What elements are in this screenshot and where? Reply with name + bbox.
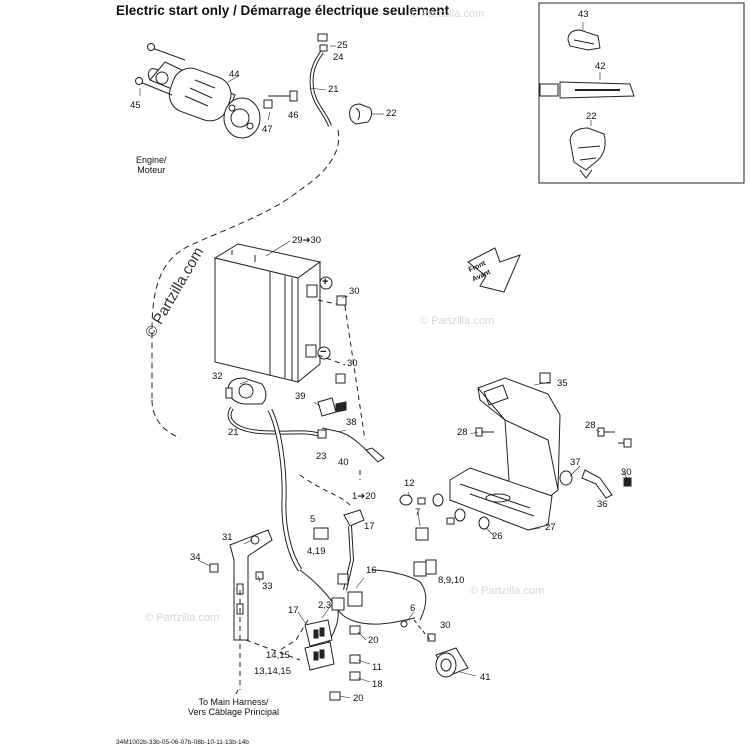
inset-box — [538, 2, 745, 184]
callout: 29➔30 — [292, 235, 322, 246]
callout: 30 — [347, 358, 358, 369]
battery — [213, 243, 322, 384]
callout: 32 — [212, 371, 223, 382]
solenoid — [225, 377, 267, 405]
callout: 6 — [410, 603, 416, 614]
callout: 28 — [585, 420, 596, 431]
callout: 7 — [415, 507, 421, 518]
callout: 14,15 — [266, 650, 290, 661]
callout: 22 — [586, 111, 597, 122]
callout: 17 — [364, 521, 375, 532]
clip-22 — [349, 103, 373, 125]
callout: 20 — [353, 693, 364, 704]
boot-39 — [317, 397, 347, 417]
callout: 22 — [386, 108, 397, 119]
callout: 43 — [578, 9, 589, 20]
callout: 28 — [457, 427, 468, 438]
engine-note: Engine/ Moteur — [136, 155, 167, 175]
watermark: © Partzilla.com — [410, 8, 485, 20]
callout: 45 — [130, 100, 141, 111]
callout: 18 — [372, 679, 383, 690]
harness-note: To Main Harness/ Vers Câblage Principal — [188, 697, 279, 717]
harness-note-line2: Vers Câblage Principal — [188, 707, 280, 717]
callout: 21 — [228, 427, 239, 438]
callout: 41 — [480, 672, 491, 683]
front-arrow-icon — [467, 247, 521, 293]
callout: 39 — [295, 391, 306, 402]
battery-tray — [449, 377, 561, 531]
power-outlet-41 — [435, 647, 469, 678]
callout: 23 — [316, 451, 327, 462]
callout: 11 — [372, 662, 382, 673]
callout: 37 — [570, 457, 581, 468]
callout: 42 — [595, 61, 606, 72]
callout: 30 — [621, 467, 632, 478]
harness-note-line1: To Main Harness/ — [198, 697, 269, 707]
callout: 33 — [262, 581, 273, 592]
diagram-title: Electric start only / Démarrage électriq… — [116, 3, 450, 18]
minus-symbol: − — [320, 346, 327, 358]
inset-clip-22 — [569, 127, 606, 179]
engine-note-line2: Moteur — [137, 165, 166, 175]
callout: 46 — [288, 110, 299, 121]
callout: 5 — [310, 514, 316, 525]
callout: 13,14,15 — [254, 666, 291, 677]
callout: 31 — [222, 532, 233, 543]
callout: 2,3 — [318, 600, 332, 611]
inset-tube-42 — [539, 81, 635, 99]
callout: 26 — [492, 531, 503, 542]
diagram-code: 34M1002b-33b-05-06-07b-08b-10-11-13b-14b — [116, 739, 249, 746]
callout: 34 — [190, 552, 201, 563]
callout: 20 — [368, 635, 379, 646]
callout: 47 — [262, 124, 273, 135]
callout: 21 — [328, 84, 339, 95]
grommets-26 — [417, 493, 490, 530]
callout: 30 — [440, 620, 451, 631]
starter-motor — [135, 43, 261, 139]
callout: 36 — [597, 499, 608, 510]
watermark: © Partzilla.com — [420, 315, 495, 327]
callout: 25 — [337, 40, 348, 51]
callout: 27 — [545, 522, 556, 533]
callout: 17 — [288, 605, 299, 616]
callout: 8,9,10 — [438, 575, 465, 586]
callout: 44 — [229, 69, 240, 80]
callout: 38 — [346, 417, 357, 428]
callout: 16 — [366, 565, 377, 576]
callout: 12 — [404, 478, 415, 489]
callout: 35 — [557, 378, 568, 389]
watermark: © Partzilla.com — [145, 612, 220, 624]
fitting-24-25 — [317, 33, 328, 52]
callout: 30 — [349, 286, 360, 297]
watermark: © Partzilla.com — [470, 585, 545, 597]
plus-symbol: + — [322, 276, 329, 288]
engine-note-line1: Engine/ — [136, 155, 167, 165]
callout: 4,19 — [307, 546, 326, 557]
fuse-holder — [304, 619, 335, 671]
inset-clip-43 — [567, 29, 601, 51]
callout: 24 — [333, 52, 344, 63]
bolt-46 — [268, 90, 298, 102]
callout: 40 — [338, 457, 349, 468]
callout: 1➔20 — [352, 491, 376, 502]
